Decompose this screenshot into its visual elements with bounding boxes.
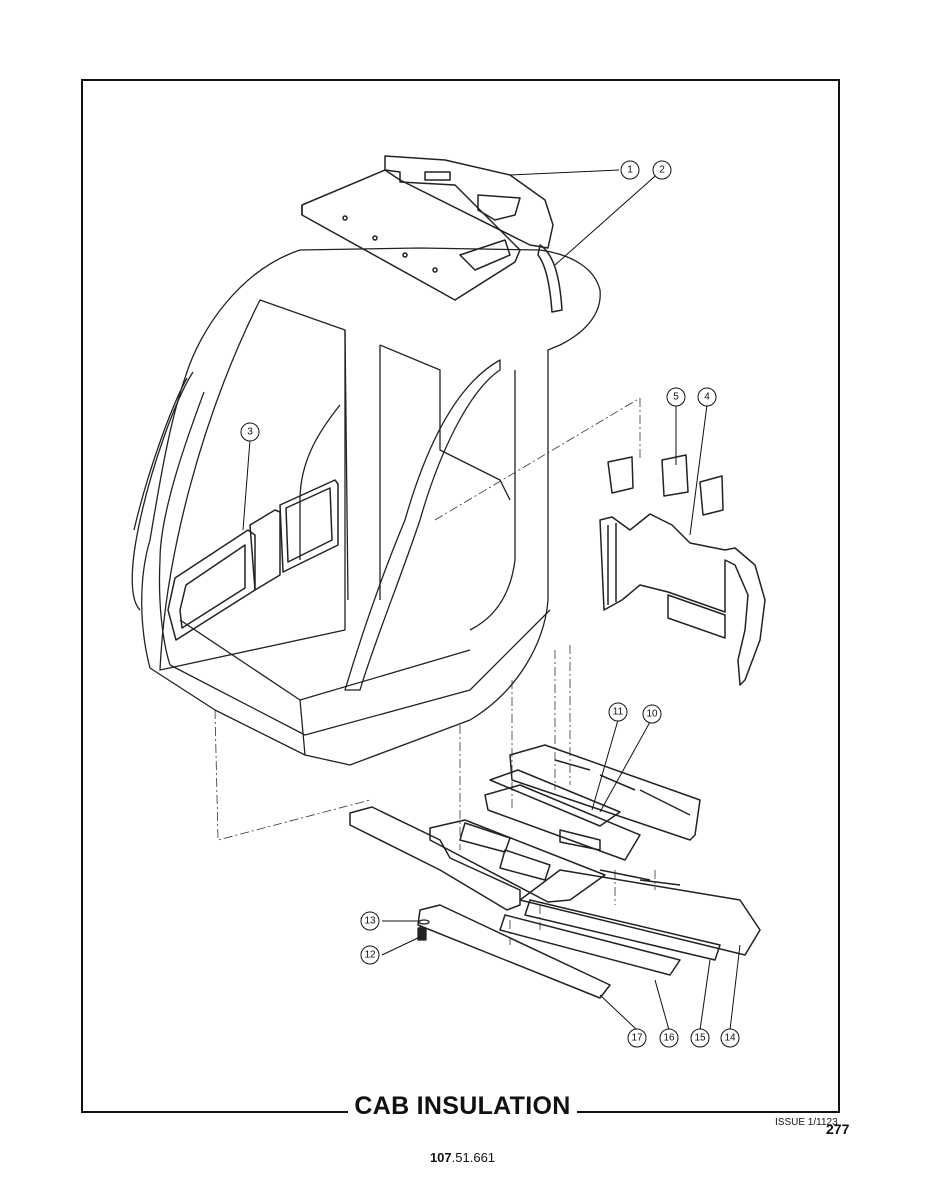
- cab-body: [131, 247, 601, 766]
- rear-insulation-panel: [599, 454, 766, 686]
- side-insulation-panels: [167, 479, 339, 641]
- callout-circle: [608, 702, 628, 722]
- callout-circle: [659, 1028, 679, 1048]
- alignment-lines: [214, 397, 656, 945]
- callout-circle: [627, 1028, 647, 1048]
- callout-label: 1: [627, 165, 633, 176]
- callout-10: 10: [642, 704, 662, 724]
- callout-2: 2: [652, 160, 672, 180]
- callout-4: 4: [697, 387, 717, 407]
- callout-label: 2: [659, 165, 665, 176]
- callout-label: 11: [613, 707, 624, 718]
- callout-5: 5: [666, 387, 686, 407]
- callout-label: 16: [663, 1033, 675, 1044]
- callout-circle: [666, 387, 686, 407]
- roof-insulation: [301, 155, 563, 313]
- leader-lines: [242, 169, 741, 1031]
- callout-label: 12: [364, 950, 376, 961]
- callout-label: 5: [673, 392, 679, 403]
- callout-label: 15: [694, 1033, 706, 1044]
- document-number-rest: .51.661: [451, 1150, 496, 1165]
- callout-label: 10: [646, 709, 658, 720]
- callout-circle: [620, 160, 640, 180]
- callout-circle: [697, 387, 717, 407]
- fastener: [417, 919, 430, 941]
- callout-11: 11: [608, 702, 628, 722]
- issue-label: ISSUE 1/1123: [775, 1117, 838, 1128]
- callout-label: 13: [364, 916, 376, 927]
- page-title: CAB INSULATION: [0, 1092, 925, 1121]
- page-title-text: CAB INSULATION: [348, 1092, 577, 1120]
- callout-label: 14: [724, 1033, 736, 1044]
- callout-15: 15: [690, 1028, 710, 1048]
- callout-13: 13: [360, 911, 380, 931]
- callout-circle: [360, 911, 380, 931]
- callout-label: 17: [631, 1033, 643, 1044]
- callout-17: 17: [627, 1028, 647, 1048]
- callout-label: 4: [704, 392, 710, 403]
- callout-circle: [690, 1028, 710, 1048]
- document-number: 107.51.661: [0, 1150, 925, 1165]
- callout-3: 3: [240, 422, 260, 442]
- callout-label: 3: [247, 427, 253, 438]
- callout-circle: [642, 704, 662, 724]
- callout-circle: [240, 422, 260, 442]
- page-number: 277: [826, 1121, 850, 1137]
- callout-1: 1: [620, 160, 640, 180]
- callout-circle: [652, 160, 672, 180]
- document-number-bold: 107: [429, 1150, 452, 1165]
- callout-circle: [720, 1028, 740, 1048]
- callout-16: 16: [659, 1028, 679, 1048]
- callout-12: 12: [360, 945, 380, 965]
- callout-circle: [360, 945, 380, 965]
- callout-14: 14: [720, 1028, 740, 1048]
- floor-insulation-panels: [349, 744, 761, 999]
